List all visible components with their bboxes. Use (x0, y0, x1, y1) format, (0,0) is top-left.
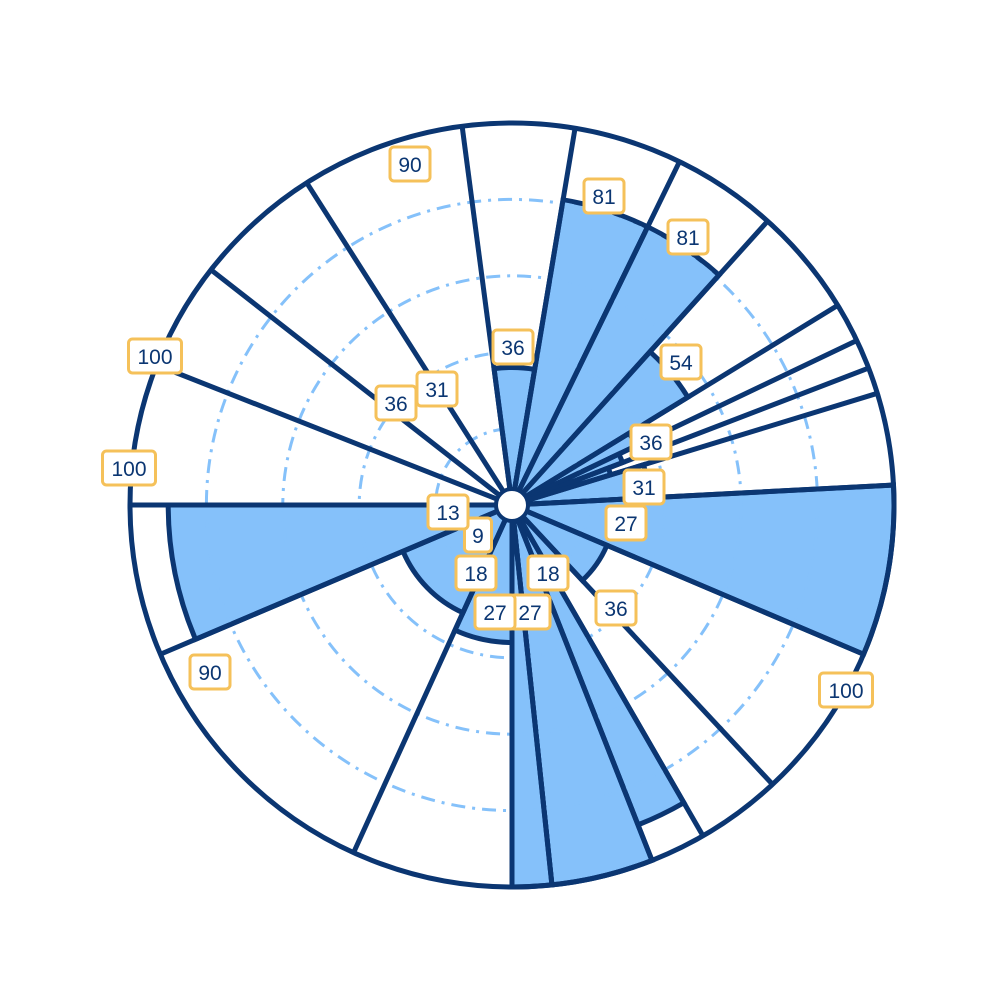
value-label-box (582, 177, 626, 215)
sector-background (210, 182, 513, 505)
value-label-box (415, 370, 459, 408)
value-label: 36 (374, 384, 418, 422)
value-label-text: 27 (614, 513, 637, 536)
value-label-box (818, 671, 874, 709)
bar-wedge (165, 502, 513, 643)
sector-spoke (511, 482, 894, 508)
value-label: 81 (582, 177, 626, 215)
sector-spoke (509, 160, 682, 507)
sector-spoke (510, 338, 858, 508)
value-label-text: 36 (384, 393, 407, 416)
grid-ring (204, 197, 820, 813)
value-label-box (463, 516, 493, 554)
value-label: 90 (188, 653, 232, 691)
value-label-box (666, 218, 710, 256)
value-label-text: 27 (483, 602, 506, 625)
value-labels: 36 81 81 54 36 31 27 36 100 18 27 27 18 9 13 90 100 100 36… (101, 145, 874, 709)
value-label-text: 31 (632, 477, 655, 500)
value-label-box (629, 423, 673, 461)
value-label-text: 100 (137, 346, 172, 369)
value-label: 13 (426, 493, 470, 531)
value-label: 54 (659, 343, 703, 381)
value-label-text: 31 (425, 379, 448, 402)
value-label-box (491, 328, 535, 366)
sector-spoke (509, 127, 578, 506)
value-label: 90 (388, 145, 432, 183)
value-label: 36 (594, 589, 638, 627)
sector-spoke (304, 181, 515, 507)
value-label-box (473, 593, 517, 631)
value-label-box (659, 343, 703, 381)
value-label-text: 36 (639, 432, 662, 455)
value-label: 36 (629, 423, 673, 461)
value-label: 31 (622, 468, 666, 506)
value-label-box (426, 493, 470, 531)
sector-spoke (510, 219, 770, 507)
value-label-text: 100 (111, 458, 146, 481)
value-label-text: 36 (501, 337, 524, 360)
value-label: 36 (491, 328, 535, 366)
value-label-text: 18 (536, 563, 559, 586)
value-label: 81 (666, 218, 710, 256)
value-label-box (188, 653, 232, 691)
value-label: 18 (454, 554, 498, 592)
sector-spoke (511, 365, 870, 508)
value-label-text: 18 (464, 563, 487, 586)
center-hole (494, 487, 530, 523)
value-label-text: 81 (676, 227, 699, 250)
sector-background (156, 269, 512, 505)
sector-spoke (510, 503, 775, 787)
sector-background (306, 126, 512, 506)
value-label-box (526, 554, 570, 592)
value-label-text: 90 (398, 154, 421, 177)
value-label: 27 (508, 593, 552, 631)
sector-background (512, 505, 864, 785)
sector-spoke (510, 303, 840, 508)
value-label-box (454, 554, 498, 592)
spoke-layer (130, 125, 894, 887)
sector-spoke (511, 502, 865, 657)
value-label-text: 100 (828, 680, 863, 703)
sector-spoke (459, 125, 515, 506)
value-label-box (604, 504, 648, 542)
value-label-box (622, 468, 666, 506)
value-label: 27 (473, 593, 517, 631)
value-label: 18 (526, 554, 570, 592)
value-label-box (101, 449, 157, 487)
value-label-box (594, 589, 638, 627)
value-label: 31 (415, 370, 459, 408)
sector-background (160, 505, 512, 853)
value-label: 100 (127, 337, 183, 375)
value-label: 100 (101, 449, 157, 487)
value-label-text: 13 (436, 502, 459, 525)
value-label-box (388, 145, 432, 183)
value-label-text: 90 (198, 662, 221, 685)
sector-spoke (509, 504, 555, 886)
value-label-text: 27 (518, 602, 541, 625)
outer-circle (127, 120, 897, 890)
sector-background (462, 123, 576, 505)
value-label-text: 81 (592, 186, 615, 209)
value-label-text: 9 (472, 525, 484, 548)
value-label-text: 54 (669, 352, 693, 375)
sector-spoke (209, 267, 514, 507)
value-label-text: 36 (604, 598, 627, 621)
sector-background (512, 505, 773, 836)
value-label: 100 (818, 671, 874, 709)
value-label: 27 (604, 504, 648, 542)
sector-spoke (155, 362, 513, 508)
value-label-box (127, 337, 183, 375)
sector-spoke (511, 390, 879, 508)
outer-ring (127, 120, 897, 890)
value-label: 9 (463, 516, 493, 554)
